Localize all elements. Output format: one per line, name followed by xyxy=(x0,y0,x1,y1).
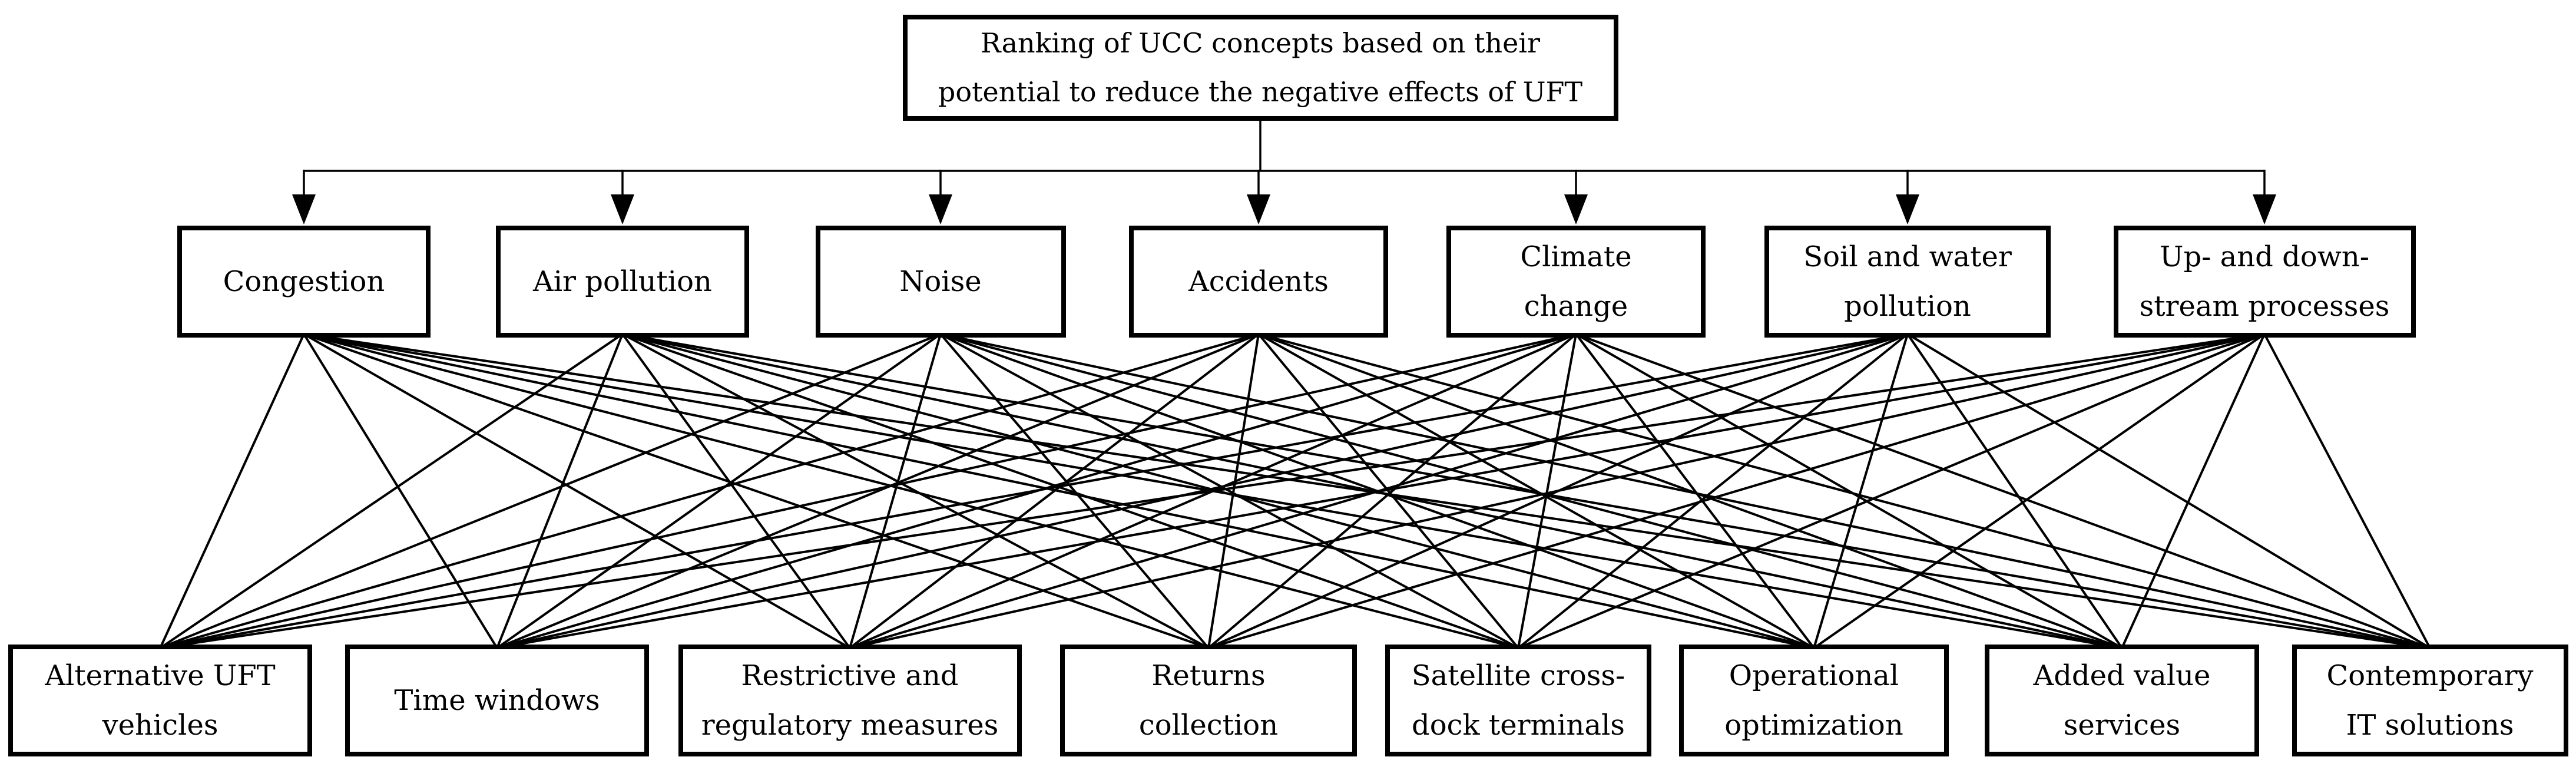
alternative-operational-optimization: Operational optimization xyxy=(1679,645,1949,756)
goal-box: Ranking of UCC concepts based on their p… xyxy=(902,15,1618,121)
alternative-contemporary-it-solutions: Contemporary IT solutions xyxy=(2292,645,2568,756)
arrowhead-down-icon xyxy=(611,194,634,224)
criteria-alternatives-edge-lines xyxy=(159,333,2431,649)
goal-to-criteria-connector xyxy=(292,121,2276,224)
alternative-uft-vehicles: Alternative UFT vehicles xyxy=(8,645,312,756)
criterion-accidents: Accidents xyxy=(1129,226,1388,338)
arrowhead-down-icon xyxy=(1247,194,1270,224)
criterion-climate-change: Climate change xyxy=(1446,226,1706,338)
criterion-soil-and-water-pollution: Soil and water pollution xyxy=(1764,226,2051,338)
alternative-returns-collection: Returns collection xyxy=(1060,645,1357,756)
arrowhead-down-icon xyxy=(1896,194,1919,224)
arrowhead-down-icon xyxy=(2253,194,2276,224)
alternative-time-windows: Time windows xyxy=(345,645,649,756)
arrowhead-down-icon xyxy=(1564,194,1588,224)
alternative-satellite-cross-dock-terminals: Satellite cross- dock terminals xyxy=(1385,645,1651,756)
alternative-added-value-services: Added value services xyxy=(1985,645,2259,756)
criterion-noise: Noise xyxy=(815,226,1066,338)
arrowhead-down-icon xyxy=(929,194,952,224)
criterion-up-and-down-stream-processes: Up- and down- stream processes xyxy=(2113,226,2416,338)
criterion-congestion: Congestion xyxy=(177,226,431,338)
alternative-restrictive-regulatory-measures: Restrictive and regulatory measures xyxy=(678,645,1022,756)
criterion-air-pollution: Air pollution xyxy=(496,226,749,338)
arrowhead-down-icon xyxy=(292,194,316,224)
